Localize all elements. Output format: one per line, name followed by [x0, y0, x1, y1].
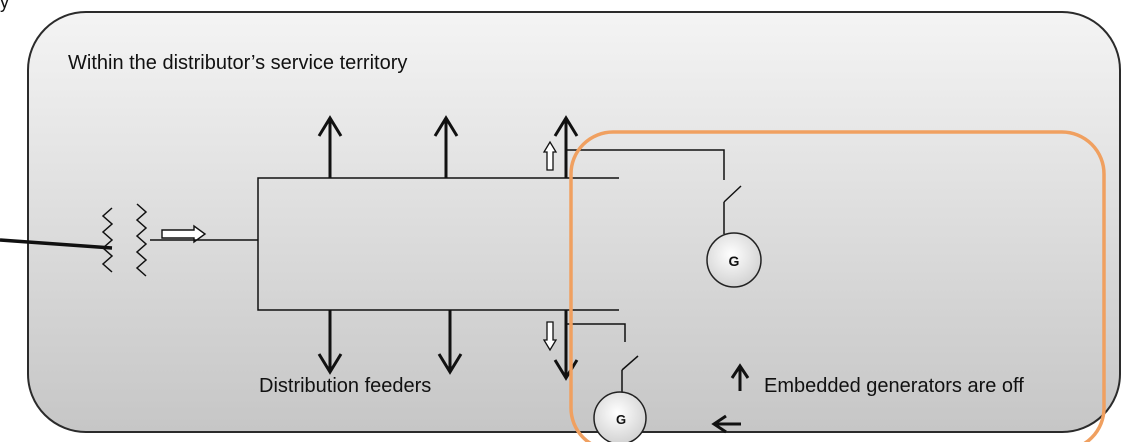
service-territory-region [27, 11, 1121, 433]
transformer-coil-left [101, 207, 114, 273]
feeder-arrow-down-3 [553, 310, 579, 381]
return-arrow-icon [711, 414, 741, 434]
top-caption: y [0, 0, 9, 12]
feeder-arrow-down-2 [437, 310, 463, 375]
transformer-coil-right [135, 203, 148, 277]
feeder-arrow-up-2 [433, 115, 459, 178]
generation-flow-arrow-down [542, 321, 558, 352]
distribution-bus [257, 177, 619, 311]
generator-2-circle [593, 391, 647, 442]
region-label: Within the distributor’s service territo… [68, 52, 407, 74]
generator-2-wire [566, 323, 626, 342]
generator-2-switch [621, 355, 639, 371]
generator-1-circle [706, 232, 762, 288]
feeder-arrow-up-3 [553, 115, 579, 178]
legend-text: Embedded generators are off [764, 375, 1024, 397]
feeder-arrow-up-1 [317, 115, 343, 178]
generator-1-label: G [729, 253, 740, 269]
generator-2-label: G [616, 412, 626, 427]
incoming-line [0, 238, 113, 250]
legend-arrow-icon [730, 363, 750, 391]
power-flow-arrow [161, 224, 207, 244]
generation-flow-arrow-up [542, 140, 558, 171]
embedded-generation-highlight [569, 130, 1106, 442]
generator-1-wire [566, 149, 725, 180]
feeder-arrow-down-1 [317, 310, 343, 375]
generator-1-switch [723, 185, 742, 203]
feeders-label: Distribution feeders [259, 375, 431, 397]
